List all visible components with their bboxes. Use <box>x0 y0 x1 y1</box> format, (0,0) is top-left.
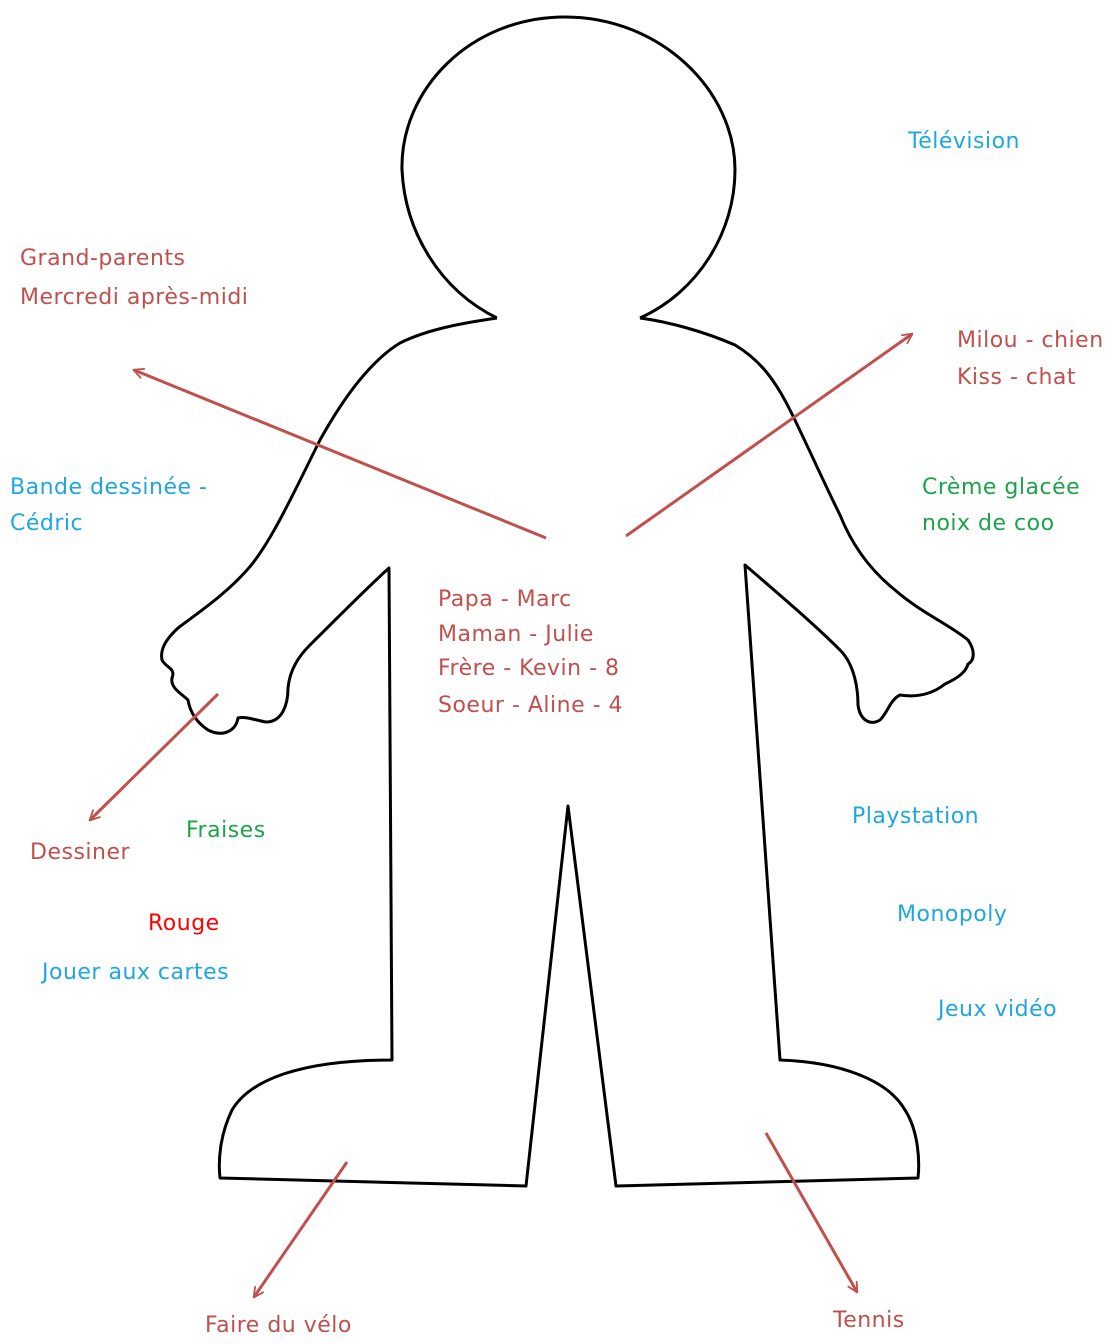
label-wednesday: Mercredi après-midi <box>20 280 248 316</box>
label-monopoly: Monopoly <box>897 897 1007 933</box>
arrow-to-tennis <box>766 1133 857 1292</box>
left-arm-outline <box>162 318 974 1186</box>
label-rouge: Rouge <box>148 906 220 942</box>
arrow-to-dessiner <box>90 694 218 820</box>
label-grandparents: Grand-parents <box>20 241 186 277</box>
label-milou: Milou - chien <box>957 323 1104 359</box>
arrow-to-pets <box>626 334 912 536</box>
label-family-frere: Frère - Kevin - 8 <box>438 651 620 687</box>
arrow-to-grandparents <box>134 370 546 538</box>
label-jouer-aux-cartes: Jouer aux cartes <box>42 955 229 991</box>
label-playstation: Playstation <box>852 799 979 835</box>
label-tennis: Tennis <box>833 1303 905 1339</box>
label-faire-du-velo: Faire du vélo <box>205 1308 352 1344</box>
label-dessiner: Dessiner <box>30 835 130 871</box>
label-bande-dessinee: Bande dessinée - <box>10 470 208 506</box>
label-family-papa: Papa - Marc <box>438 582 572 618</box>
arrow-to-velo <box>254 1162 347 1297</box>
label-family-maman: Maman - Julie <box>438 617 594 653</box>
label-jeux-video: Jeux vidéo <box>938 992 1057 1028</box>
label-kiss: Kiss - chat <box>957 360 1076 396</box>
label-family-soeur: Soeur - Aline - 4 <box>438 688 623 724</box>
label-creme-glacee: Crème glacée <box>922 470 1080 506</box>
label-fraises: Fraises <box>186 813 266 849</box>
label-noix-de-coco: noix de coo <box>922 506 1055 542</box>
label-television: Télévision <box>908 124 1020 160</box>
head-outline <box>402 17 735 318</box>
label-cedric: Cédric <box>10 506 83 542</box>
